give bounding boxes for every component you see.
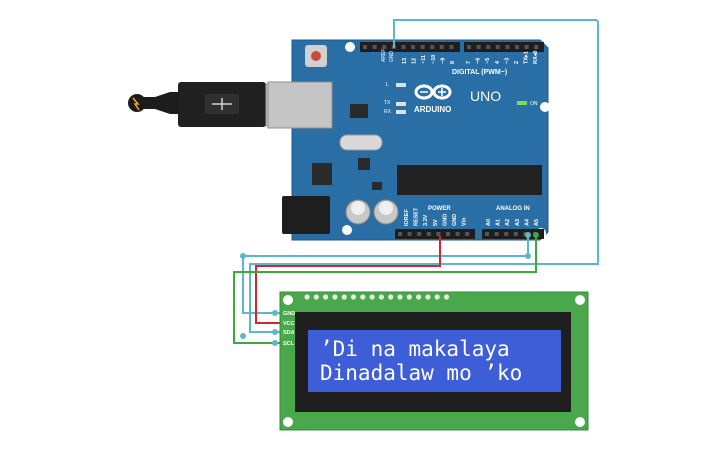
lcd-header-pin: [397, 294, 403, 300]
power-pin-label: RESET: [414, 207, 420, 226]
lcd-screen: [308, 330, 561, 392]
l-led-label: L: [386, 82, 389, 88]
digital-pin-label: ~5: [485, 58, 491, 64]
power-pin-label: IOREF: [404, 209, 410, 226]
analog-pin-label: A2: [505, 219, 511, 226]
digital-pin-label: 8: [450, 61, 456, 64]
analog-pin-label: A0: [486, 219, 492, 226]
analog-label: ANALOG IN: [496, 206, 530, 212]
model-label: UNO: [470, 88, 501, 104]
lcd-pin-label: SCL: [283, 341, 295, 347]
digital-label: DIGITAL (PWM~): [452, 69, 507, 76]
lcd-header-pin: [360, 294, 366, 300]
lcd-header-pin: [323, 294, 329, 300]
lcd-module: ’Di na makalaya Dinadalaw mo ’ko GND VCC S…: [279, 291, 589, 431]
lcd-header-pin: [304, 294, 310, 300]
lcd-header-pin: [416, 294, 422, 300]
lcd-header-pin: [332, 294, 338, 300]
lcd-pin-label: VCC: [283, 321, 295, 327]
power-pin-label: GND: [452, 214, 458, 226]
gnd-label: GND: [389, 51, 395, 63]
digital-pin-label: ~9: [440, 58, 446, 64]
power-label: POWER: [428, 206, 451, 212]
power-pin-label: 5V: [433, 219, 439, 226]
wires: [233, 19, 599, 346]
digital-pin-label: 4: [495, 60, 501, 64]
digital-pin-label: ~10: [431, 55, 437, 64]
power-led: [517, 101, 527, 105]
digital-pin-label: 2: [514, 61, 520, 64]
lcd-pin-label: SDA: [283, 330, 295, 336]
lcd-header-pin: [388, 294, 394, 300]
lcd-header-pin: [313, 294, 319, 300]
analog-pin-label: A3: [515, 219, 521, 226]
flash-icon: [132, 97, 140, 111]
analog-pin-label: A4: [524, 218, 530, 226]
power-pin-label: 3.3V: [423, 214, 429, 226]
digital-pin-label: ~11: [421, 55, 427, 64]
aref-label: AREF: [381, 49, 387, 62]
digital-pin-label: 13: [402, 58, 408, 64]
arduino-logo-icon: [414, 84, 452, 100]
on-label: ON: [530, 101, 538, 107]
wire-sda: [249, 19, 599, 333]
usb-icon: [212, 98, 232, 110]
digital-pin-label: TX▸1: [524, 51, 530, 64]
rx-label: RX: [384, 109, 392, 115]
digital-pin-label: 12: [412, 58, 418, 64]
brand-label: ARDUINO: [414, 105, 451, 114]
crystal: [339, 134, 383, 151]
analog-pin-label: A1: [496, 219, 502, 226]
lcd-header-pin: [425, 294, 431, 300]
wire-vcc: [255, 236, 441, 324]
lcd-header-pin: [443, 294, 450, 300]
lcd-header-pin: [350, 294, 357, 300]
lcd-header-pin: [406, 294, 412, 300]
lcd-header-pin: [369, 294, 375, 300]
lcd-header-pin: [341, 294, 347, 300]
power-jack: [282, 196, 330, 234]
wire-scl: [233, 236, 537, 344]
digital-pin-label: RX◂0: [533, 51, 539, 64]
digital-pin-label: ~6: [476, 58, 482, 64]
lcd-header-pin: [434, 294, 440, 300]
analog-pin-label: A5: [534, 219, 540, 226]
usb-port: [267, 81, 333, 129]
lcd-pin-label: GND: [283, 311, 295, 317]
microcontroller-chip: [397, 165, 542, 195]
power-pin-label: Vin: [462, 217, 468, 226]
lcd-line-2: Dinadalaw mo ’ko: [320, 361, 522, 385]
lcd-line-1: ’Di na makalaya: [320, 337, 510, 361]
lcd-header-pin: [378, 294, 384, 300]
digital-pin-label: ~3: [504, 58, 510, 64]
power-pin-label: GND: [442, 214, 448, 226]
tx-label: TX: [384, 100, 391, 106]
digital-pin-label: 7: [466, 61, 472, 64]
